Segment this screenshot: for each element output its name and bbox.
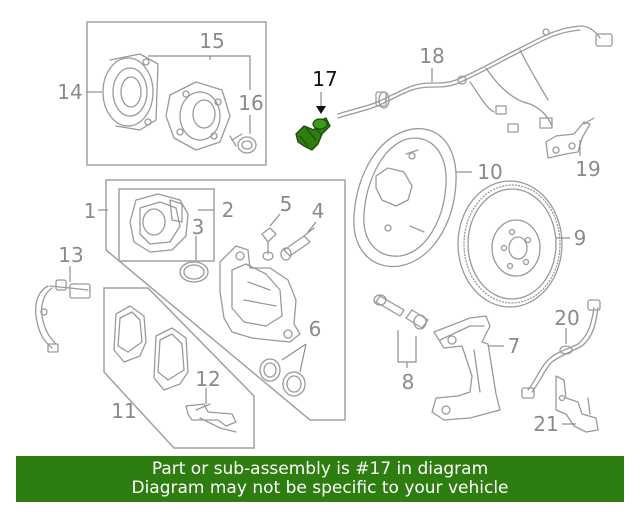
callout-21[interactable]: 21	[533, 412, 558, 436]
brake-pad-wear-sensor-part	[295, 117, 331, 151]
callout-6[interactable]: 6	[309, 317, 322, 341]
callout-17[interactable]: 17	[312, 67, 337, 91]
callout-3[interactable]: 3	[192, 215, 205, 239]
callout-13[interactable]: 13	[58, 243, 83, 267]
brake-rotor-part	[457, 180, 563, 308]
callout-2[interactable]: 2	[222, 198, 235, 222]
wheel-speed-sensor-part	[34, 279, 91, 353]
brake-pad-group-box	[103, 287, 255, 449]
caliper-body-part	[219, 245, 301, 343]
caliper-seal-part	[179, 261, 209, 283]
callout-8[interactable]: 8	[402, 370, 415, 394]
callout-12[interactable]: 12	[195, 367, 220, 391]
brake-pads-part	[113, 305, 189, 391]
callout-10[interactable]: 10	[477, 160, 502, 184]
leader-15	[148, 55, 251, 90]
hose-bracket-part	[555, 375, 599, 433]
callout-20[interactable]: 20	[554, 306, 579, 330]
wheel-hub-part	[165, 81, 231, 151]
bleeder-screw-part	[261, 227, 277, 261]
callout-14[interactable]: 14	[57, 80, 82, 104]
callout-1[interactable]: 1	[84, 199, 97, 223]
leader-6	[281, 343, 307, 373]
caliper-housing-part	[129, 193, 189, 253]
callout-15[interactable]: 15	[199, 29, 224, 53]
hub-group-box	[86, 21, 267, 166]
brake-hose-part	[521, 299, 601, 399]
callout-19[interactable]: 19	[575, 157, 600, 181]
pad-hardware-part	[185, 403, 237, 433]
leader-4	[307, 221, 317, 233]
guide-pin-part	[373, 294, 429, 330]
notice-line-2: Diagram may not be specific to your vehi…	[131, 478, 509, 498]
leader-17-arrow	[316, 106, 326, 114]
caliper-bracket-part	[431, 315, 501, 421]
harness-bracket-part	[545, 117, 595, 159]
notice-line-1: Part or sub-assembly is #17 in diagram	[151, 459, 489, 479]
splash-shield-part	[353, 127, 457, 268]
wheel-bearing-part	[102, 53, 159, 131]
hub-bolt-part	[229, 133, 257, 154]
abs-sensor-harness-part	[337, 25, 613, 133]
callout-5[interactable]: 5	[280, 192, 293, 216]
callout-4[interactable]: 4	[312, 199, 325, 223]
leader-5	[269, 213, 281, 227]
callout-9[interactable]: 9	[574, 226, 587, 250]
piston-seal-kit-part	[259, 358, 306, 397]
callout-18[interactable]: 18	[419, 44, 444, 68]
caliper-piston-group-box	[118, 188, 215, 262]
caliper-bolt-part	[280, 227, 315, 261]
parts-diagram: 1 2 3 4 5 6 7 8 9 10 11 12 13 14 15 16 1…	[34, 21, 613, 449]
diagram-notice-banner: Part or sub-assembly is #17 in diagram D…	[16, 456, 624, 502]
leader-8	[397, 330, 417, 368]
callout-7[interactable]: 7	[508, 334, 521, 358]
callout-11[interactable]: 11	[111, 399, 136, 423]
caliper-group-box	[105, 179, 346, 421]
callout-16[interactable]: 16	[238, 91, 263, 115]
